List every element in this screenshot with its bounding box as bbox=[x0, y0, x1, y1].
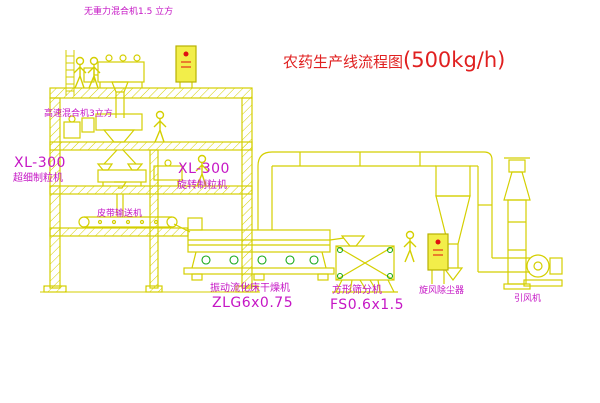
label-granulator-left-model: XL-300 bbox=[14, 155, 66, 171]
label-high-speed-mixer: 高速混合机3立方 bbox=[44, 109, 113, 119]
induced-draft-fan bbox=[523, 254, 563, 287]
label-granulator-mid-name: 旋转制粒机 bbox=[177, 180, 227, 191]
label-granulator-left-name: 超细制粒机 bbox=[13, 173, 63, 184]
building-structure bbox=[40, 87, 260, 293]
person-figure bbox=[153, 110, 167, 143]
square-sieve bbox=[329, 235, 398, 293]
granulator-left bbox=[96, 149, 147, 216]
control-panel-2 bbox=[427, 233, 449, 284]
label-square-sieve: 方形筛分机 bbox=[332, 285, 382, 296]
granulator-mid bbox=[153, 159, 183, 186]
high-speed-mixer bbox=[63, 113, 143, 143]
label-granulator-mid-model: XL-300 bbox=[178, 161, 230, 177]
person-figure bbox=[403, 230, 417, 263]
title-capacity: (500kg/h) bbox=[403, 48, 506, 72]
control-panel-1 bbox=[175, 45, 197, 88]
label-induced-draft-fan: 引风机 bbox=[514, 294, 542, 304]
belt-conveyor bbox=[78, 216, 191, 233]
ladder bbox=[65, 50, 75, 96]
label-fluid-bed-dryer-model: ZLG6x0.75 bbox=[212, 295, 294, 311]
exhaust-duct bbox=[257, 151, 530, 273]
label-belt-conveyor: 皮带输送机 bbox=[97, 209, 143, 219]
label-cyclone: 旋风除尘器 bbox=[419, 286, 465, 296]
panel-indicator-light bbox=[183, 51, 189, 57]
exhaust-stack bbox=[503, 157, 531, 290]
fluid-bed-dryer bbox=[183, 217, 335, 281]
vibration-springs bbox=[201, 255, 319, 265]
label-square-sieve-model: FS0.6x1.5 bbox=[330, 297, 405, 313]
panel-indicator-light bbox=[435, 239, 441, 245]
label-fluid-bed-dryer: 振动流化床干燥机 bbox=[210, 283, 290, 294]
diagram-title: 农药生产线流程图(500kg/h) bbox=[283, 48, 505, 72]
title-text: 农药生产线流程图 bbox=[283, 53, 404, 71]
label-gravity-mixer: 无重力混合机1.5 立方 bbox=[84, 7, 174, 17]
